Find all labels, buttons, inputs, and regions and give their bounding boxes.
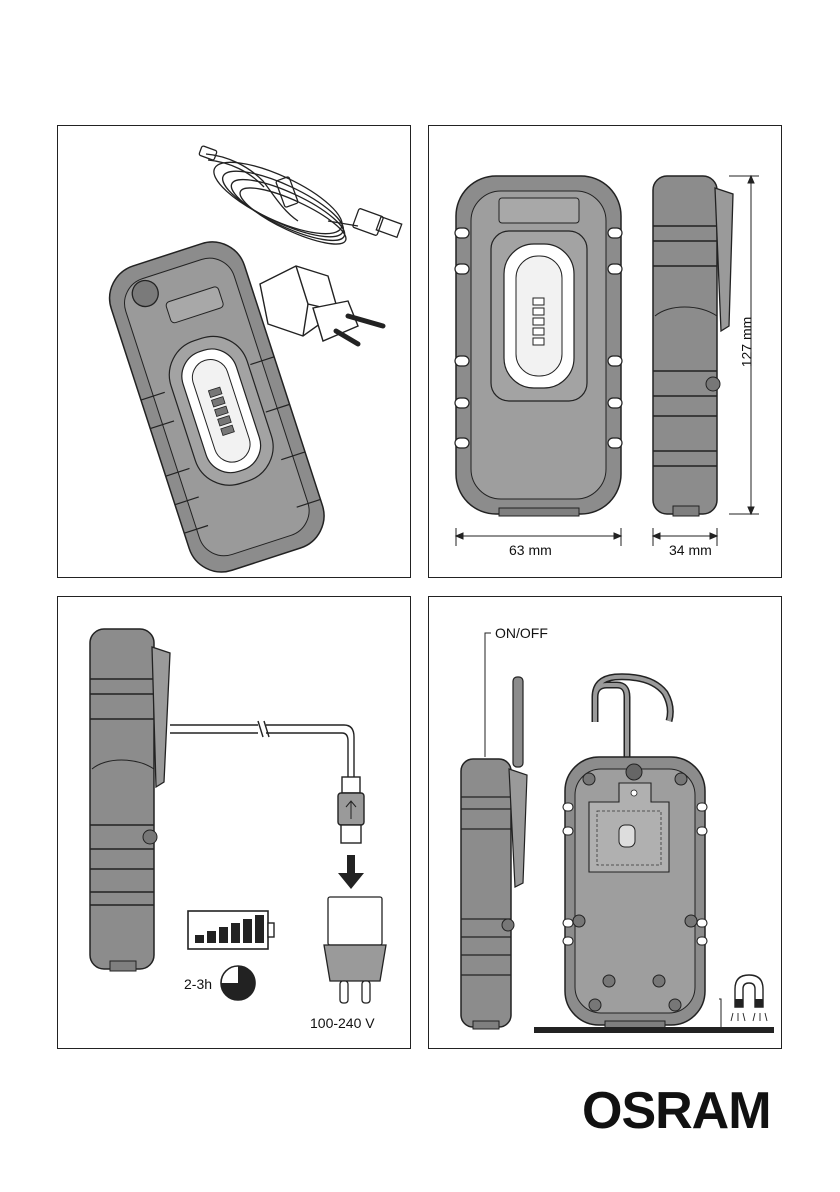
panel-usage: ON/OFF xyxy=(428,596,782,1049)
charger-adapter-icon xyxy=(260,266,383,344)
charging-illustration xyxy=(58,597,412,1050)
usb-cable-icon xyxy=(199,146,402,255)
work-light-side-view-icon xyxy=(90,629,170,971)
charger-adapter-icon xyxy=(324,897,386,1003)
work-light-side-view-icon xyxy=(461,677,527,1029)
panel-contents xyxy=(57,125,411,578)
battery-full-icon xyxy=(188,911,274,949)
depth-dimension-label: 34 mm xyxy=(669,542,712,558)
switch-leader-line xyxy=(485,633,491,757)
work-light-front-view-icon xyxy=(455,176,622,516)
contents-illustration xyxy=(58,126,412,579)
on-off-switch-label: ON/OFF xyxy=(495,625,548,641)
metal-surface xyxy=(534,1027,774,1033)
clock-icon xyxy=(221,966,255,1000)
voltage-label: 100-240 V xyxy=(310,1015,375,1031)
width-dimension-label: 63 mm xyxy=(509,542,552,558)
work-light-back-view-icon xyxy=(563,677,707,1029)
panel-charging: 2-3h 100-240 V xyxy=(57,596,411,1049)
panel-dimensions: 63 mm 34 mm 127 mm xyxy=(428,125,782,578)
osram-logo: OSRAM xyxy=(582,1085,771,1137)
usb-cable-icon xyxy=(170,721,364,843)
arrow-down-icon xyxy=(338,855,364,889)
work-light-side-view-icon xyxy=(653,176,733,516)
dimensions-illustration xyxy=(429,126,783,579)
usage-illustration xyxy=(429,597,783,1050)
charge-time-label: 2-3h xyxy=(184,976,212,992)
height-dimension-label: 127 mm xyxy=(738,317,754,368)
magnet-icon xyxy=(719,975,767,1027)
